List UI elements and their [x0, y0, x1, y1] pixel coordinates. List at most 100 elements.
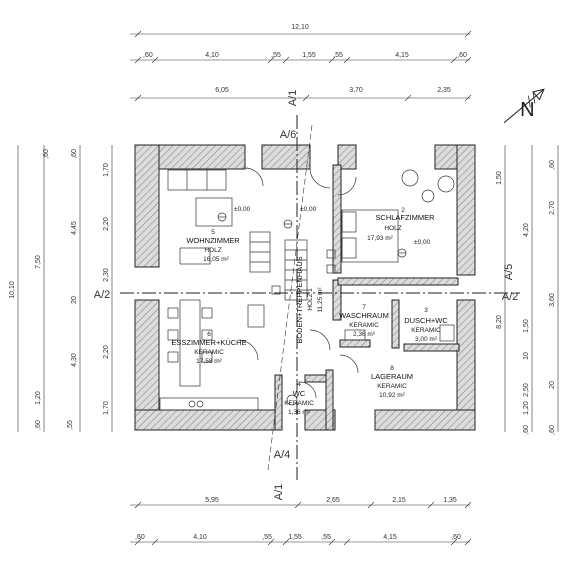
room-shower-wc-name: DUSCH+WC [404, 316, 448, 325]
top-dim-6: 4,15 [395, 52, 409, 59]
svg-text:3: 3 [424, 307, 428, 314]
svg-text:KERAMIC: KERAMIC [194, 349, 224, 356]
bottom-dimension-chains: 5,95 2,65 2,15 1,35 ,60 4,10 ,55 1,55 ,5… [130, 497, 472, 546]
level-stair: ±0,00 [300, 206, 317, 213]
left-middle-dim-1: ,60 [71, 149, 78, 159]
bottom-row2-dim-1: ,60 [135, 534, 145, 541]
svg-text:2,36 m²: 2,36 m² [353, 331, 376, 338]
room-wc-name: WC [293, 389, 306, 398]
room-laundry: 7 WASCHRAUM KERAMIC 2,36 m² [339, 304, 389, 338]
room-bedroom-name: SCHLAFZIMMER [375, 213, 435, 222]
svg-text:17,93 m²: 17,93 m² [367, 235, 393, 242]
right-inner-dim-3: 1,50 [523, 319, 530, 333]
section-label-a5: A/5 [503, 264, 515, 281]
bottom-row2-dim-3: ,55 [262, 534, 272, 541]
top-dim-4: 1,55 [302, 52, 316, 59]
bottom-dim-3: 2,15 [392, 497, 406, 504]
right-middle-dim-2: 2,70 [549, 201, 556, 215]
svg-text:2: 2 [401, 207, 405, 214]
svg-text:11,25 m²: 11,25 m² [317, 287, 324, 313]
top-dim-row2-2: 3,70 [349, 87, 363, 94]
svg-text:HOLZ: HOLZ [204, 247, 221, 254]
right-inner-dim-7: ,60 [523, 425, 530, 435]
room-dining-kitchen: 6 ESSZIMMER+KÜCHE KERAMIC 17,58 m² [171, 331, 246, 365]
top-dim-2: 4,10 [205, 52, 219, 59]
section-label-a4: A/4 [274, 449, 291, 461]
left-middle-dim-5: ,55 [67, 420, 74, 430]
top-dim-3: ,55 [271, 52, 281, 59]
svg-text:4: 4 [297, 381, 301, 388]
left-outer-dim-3: ,60 [35, 420, 42, 430]
svg-text:KERAMIC: KERAMIC [284, 400, 314, 407]
svg-text:17,58 m²: 17,58 m² [196, 358, 222, 365]
top-dim-row2-3: 2,35 [437, 87, 451, 94]
room-wc: 4 WC KERAMIC 1,36 m² [284, 381, 314, 416]
section-label-a2-left: A/2 [94, 289, 111, 301]
room-bedroom: 2 SCHLAFZIMMER HOLZ 17,93 m² [367, 207, 435, 242]
doors [237, 167, 359, 399]
right-middle-dim-5: 8,20 [496, 315, 503, 329]
room-stair-hall: 1 BODEN+TREPPENHAUS HOLZ 11,25 m² [295, 256, 324, 343]
svg-text:16,05 m²: 16,05 m² [203, 256, 229, 263]
section-label-a1-top: A/1 [287, 90, 299, 107]
right-inner-dim-6: 1,20 [523, 401, 530, 415]
section-labels: A/1 A/6 A/2 A/5 A/2 A/4 A/1 [94, 90, 519, 501]
right-middle-dim-6: ,60 [549, 425, 556, 435]
north-arrow-icon: N [503, 88, 545, 124]
right-inner-dim-4: 10 [523, 352, 530, 360]
svg-text:7: 7 [362, 304, 366, 311]
room-storage-name: LAGERAUM [371, 372, 413, 381]
bottom-row2-dim-2: 4,10 [193, 534, 207, 541]
svg-text:6: 6 [207, 331, 211, 338]
svg-text:1: 1 [307, 288, 314, 292]
svg-text:1,36 m²: 1,36 m² [288, 409, 311, 416]
svg-text:HOLZ: HOLZ [384, 225, 401, 232]
bottom-row2-dim-7: ,60 [451, 534, 461, 541]
right-middle-dim-3: 3,60 [549, 293, 556, 307]
svg-text:KERAMIC: KERAMIC [411, 327, 441, 334]
right-middle-dim-1: ,60 [549, 160, 556, 170]
left-middle-dim-2: 4,45 [71, 221, 78, 235]
top-dim-7: ,60 [457, 52, 467, 59]
right-middle-dim-4: 20 [549, 381, 556, 389]
left-outer-dim-1: 7,50 [35, 255, 42, 269]
bottom-dim-2: 2,65 [326, 497, 340, 504]
right-inner-dim-5: 2,50 [523, 383, 530, 397]
svg-text:HOLZ: HOLZ [307, 293, 314, 310]
left-inner-dim-2: 2,20 [103, 217, 110, 231]
section-label-a6: A/6 [280, 129, 297, 141]
level-markers: ±0,00 ±0,00 ±0,00 [217, 206, 431, 258]
svg-text:KERAMIC: KERAMIC [349, 322, 379, 329]
right-inner-dim-2: 4,20 [523, 223, 530, 237]
walls [134, 144, 476, 431]
left-dimension-chains: 10,10 7,50 1,20 ,60 ,60 ,60 4,45 20 4,30… [9, 145, 113, 432]
room-laundry-name: WASCHRAUM [339, 311, 389, 320]
bottom-dim-4: 1,35 [443, 497, 457, 504]
top-overall-dim: 12,10 [291, 24, 309, 31]
level-living: ±0,00 [234, 206, 251, 213]
right-inner-dim-1: 1,50 [496, 171, 503, 185]
left-outer-dim-2: 1,20 [35, 391, 42, 405]
svg-text:8: 8 [390, 365, 394, 372]
left-overall-dim: 10,10 [9, 281, 16, 299]
level-bedroom: ±0,00 [414, 239, 431, 246]
svg-text:10,92 m²: 10,92 m² [379, 392, 405, 399]
top-dimension-chains: 12,10 ,60 4,10 ,55 1,55 ,55 4,15 ,60 6,0… [130, 24, 472, 102]
svg-text:3,00 m²: 3,00 m² [415, 336, 438, 343]
room-stair-hall-name: BODEN+TREPPENHAUS [295, 256, 304, 343]
room-living-name: WOHNZIMMER [186, 236, 240, 245]
top-dim-5: ,55 [333, 52, 343, 59]
left-middle-dim-3: 20 [71, 296, 78, 304]
bottom-row2-dim-6: 4,15 [383, 534, 397, 541]
top-dim-row2-1: 6,05 [215, 87, 229, 94]
right-dimension-chains: 1,50 4,20 1,50 10 2,50 1,20 ,60 ,60 2,70… [496, 145, 559, 435]
room-dining-kitchen-name: ESSZIMMER+KÜCHE [171, 338, 246, 347]
furniture [159, 169, 455, 411]
bottom-dim-1: 5,95 [205, 497, 219, 504]
left-outer-dim-4: ,60 [43, 149, 50, 159]
left-inner-dim-5: 1,70 [103, 401, 110, 415]
left-inner-dim-3: 2,30 [103, 268, 110, 282]
svg-text:5: 5 [211, 229, 215, 236]
left-inner-dim-1: 1,70 [103, 163, 110, 177]
